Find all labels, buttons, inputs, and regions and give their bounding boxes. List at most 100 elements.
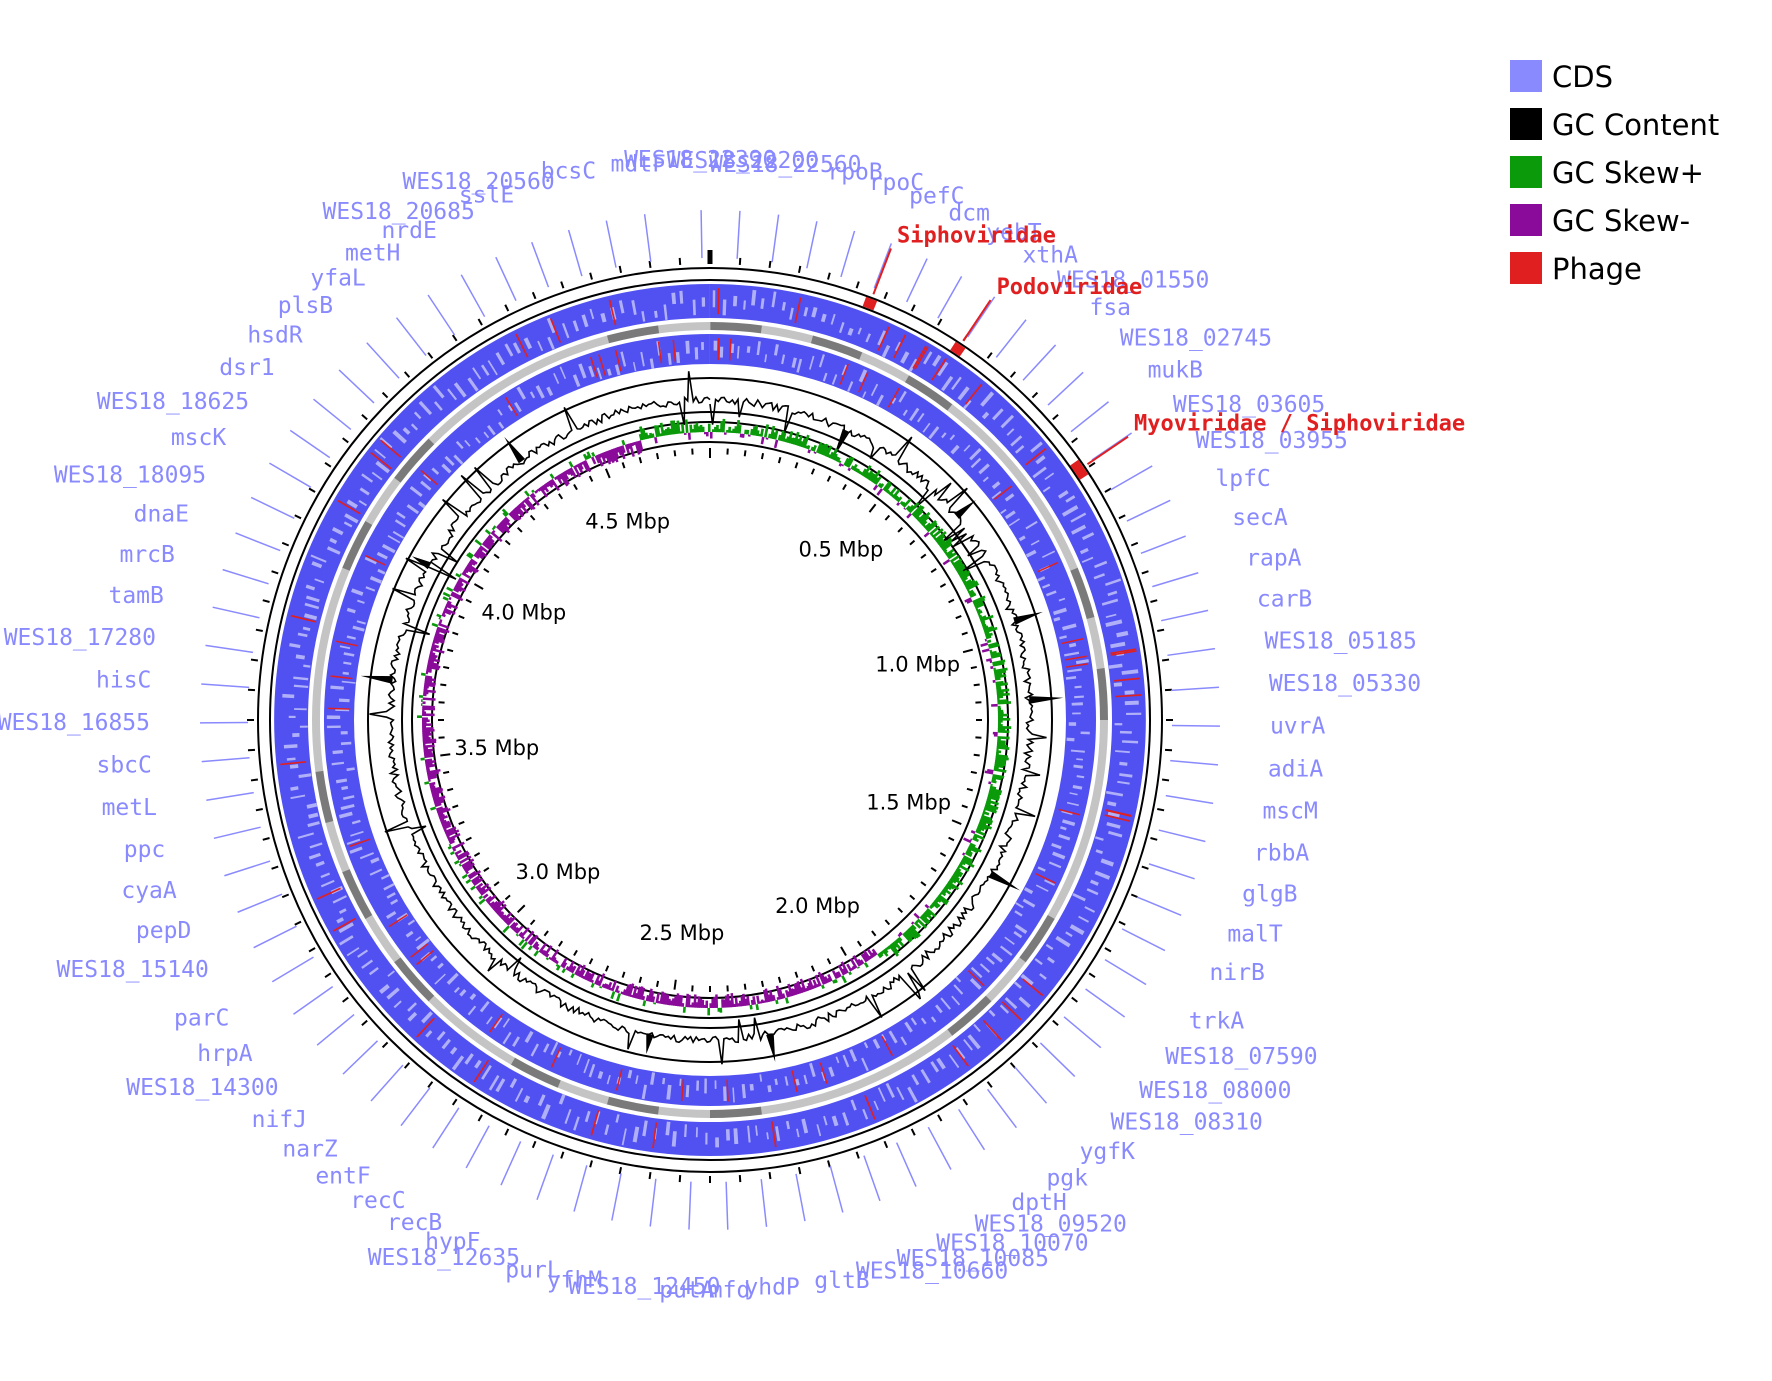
cds-gap-mark	[1069, 792, 1078, 796]
phage-region-mark	[950, 341, 966, 357]
gc-skew-bar	[917, 513, 926, 522]
gc-skew-bar	[426, 768, 441, 774]
cds-gap-mark	[467, 377, 479, 392]
gc-skew-bar	[494, 905, 502, 913]
gc-skew-bar	[433, 638, 445, 644]
gc-skew-bar	[997, 713, 1009, 717]
outer-tick	[910, 1128, 916, 1136]
gc-skew-bar	[993, 733, 998, 737]
gc-skew-bar	[787, 991, 792, 998]
cds-gap-mark	[380, 873, 390, 880]
outer-tick	[1141, 570, 1149, 575]
cds-gap-mark	[432, 384, 445, 399]
gc-skew-bar	[892, 489, 901, 499]
cds-gap-mark	[955, 1047, 966, 1060]
gc-skew-bar	[738, 425, 742, 434]
gc-skew-bar	[872, 476, 879, 484]
cds-gap-mark	[1066, 737, 1075, 742]
gc-skew-bar	[626, 983, 633, 997]
scale-tick	[856, 940, 862, 947]
cds-gap-mark	[371, 471, 383, 481]
scale-tick	[856, 493, 862, 500]
cds-gap-mark	[1107, 801, 1117, 807]
cds-gap-mark	[692, 299, 696, 316]
gc-skew-bar	[995, 682, 1009, 687]
cds-gap-mark	[922, 422, 931, 433]
gc-skew-bar	[997, 709, 1004, 713]
cds-gap-mark	[865, 333, 871, 343]
gc-skew-bar	[491, 529, 496, 534]
phage-label: Siphoviridae	[897, 224, 1056, 249]
scale-tick	[655, 980, 660, 987]
gc-skew-bar	[945, 884, 952, 891]
gc-skew-bar	[966, 582, 980, 591]
gc-skew-bar	[655, 425, 661, 437]
cds-gap-mark	[1094, 560, 1108, 569]
cds-gap-mark	[796, 358, 803, 373]
cds-gap-mark	[561, 322, 570, 339]
gc-skew-bar	[885, 489, 890, 494]
cds-gap-mark	[529, 391, 536, 399]
gc-skew-bar	[451, 841, 465, 850]
gc-skew-bar	[972, 835, 978, 840]
cds-gap-mark	[1108, 830, 1123, 838]
gc-skew-bar	[756, 995, 761, 1005]
gene-label: bcsC	[541, 159, 596, 185]
gc-skew-bar	[945, 548, 955, 557]
gc-skew-bar	[685, 993, 689, 1008]
gc-skew-bar	[585, 454, 590, 460]
gc-skew-bar	[577, 964, 586, 978]
gene-label: yfhM	[547, 1268, 602, 1294]
cds-gap-mark	[1004, 510, 1016, 520]
gene-label: sslE	[459, 182, 514, 208]
gc-skew-bar	[806, 444, 811, 450]
gc-skew-bar	[972, 595, 986, 604]
cds-gap-mark	[340, 731, 348, 735]
gc-skew-bar	[763, 424, 770, 438]
cds-gap-mark	[1025, 520, 1038, 530]
cds-gap-mark	[791, 357, 797, 368]
gc-skew-bar	[962, 579, 967, 584]
gc-skew-bar	[430, 786, 441, 792]
gc-skew-bar	[953, 560, 963, 568]
gc-skew-bar	[461, 873, 468, 880]
cds-gap-mark	[632, 1126, 640, 1143]
gc-skew-bar	[472, 877, 481, 885]
gc-skew-bar	[540, 949, 545, 955]
gc-skew-bar	[923, 911, 933, 920]
gc-skew-bar	[619, 445, 626, 460]
gene-leader-line	[313, 398, 352, 430]
gc-skew-bar	[997, 720, 1003, 723]
gc-skew-bar	[823, 976, 829, 984]
gc-skew-bar	[868, 955, 873, 960]
gc-skew-bar	[955, 563, 966, 572]
cds-rna-mark	[1061, 638, 1084, 645]
backbone-segment	[985, 957, 1026, 1002]
gc-skew-bar	[923, 531, 930, 538]
cds-gap-mark	[650, 1072, 656, 1085]
gene-leader-line	[1152, 572, 1199, 588]
cds-gap-mark	[493, 1017, 503, 1029]
gc-skew-bar	[422, 709, 425, 713]
scale-tick	[638, 457, 643, 464]
gc-skew-bar	[433, 797, 445, 804]
gene-label: WES18_08000	[1139, 1078, 1291, 1104]
gc-skew-bar	[644, 432, 649, 440]
gc-skew-bar	[958, 864, 970, 873]
cds-gap-mark	[597, 1071, 604, 1080]
gc-skew-bar	[502, 511, 508, 518]
cds-gap-mark	[447, 388, 458, 401]
cds-gap-mark	[988, 1009, 996, 1017]
gene-leader-line	[927, 1126, 952, 1170]
gc-skew-bar	[476, 886, 482, 891]
gc-skew-bar	[994, 764, 1004, 769]
gc-skew-bar	[562, 962, 568, 969]
cds-gap-mark	[1090, 879, 1099, 886]
gene-leader-line	[688, 1181, 692, 1230]
gc-skew-bar	[436, 613, 442, 618]
gc-skew-bar	[832, 453, 838, 461]
gc-skew-bar	[778, 988, 784, 1000]
cds-gap-mark	[767, 1085, 772, 1093]
gc-skew-bar	[492, 900, 505, 912]
gc-skew-bar	[607, 981, 613, 990]
